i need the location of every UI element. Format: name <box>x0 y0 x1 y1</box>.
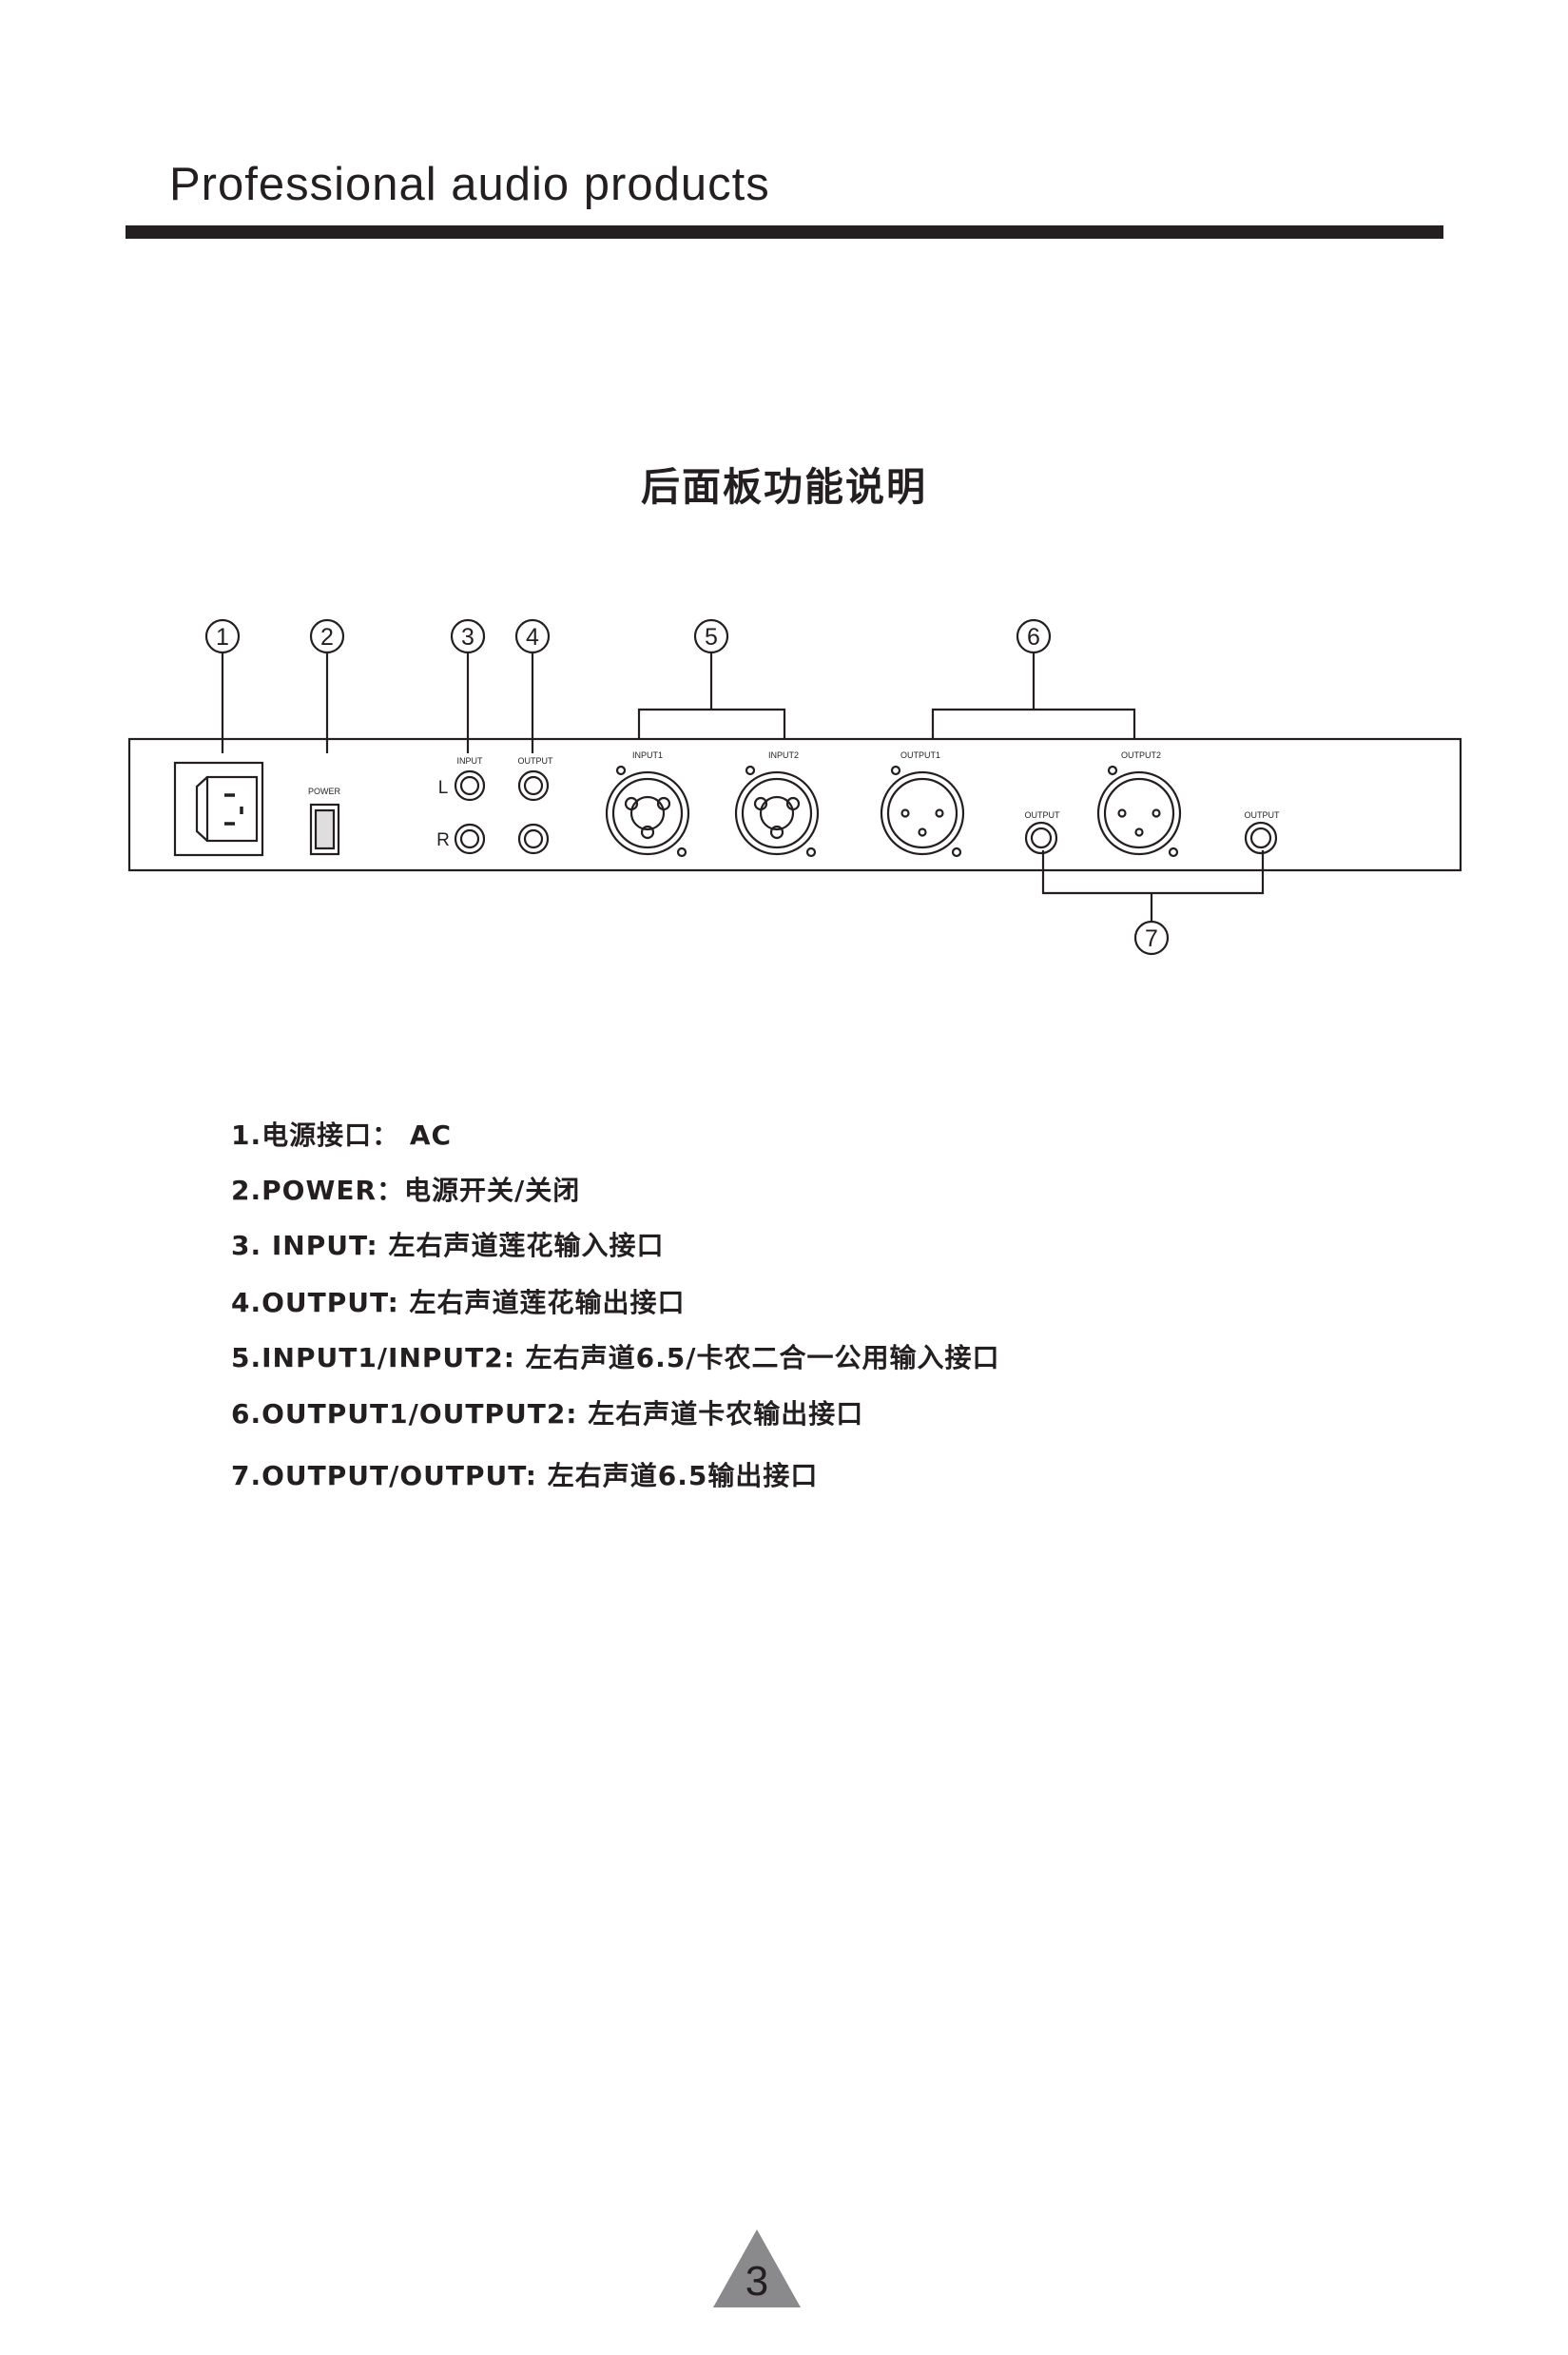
callout-4-label: 4 <box>526 624 539 651</box>
label-l: L <box>438 778 449 798</box>
rca-input-l-jack <box>454 769 486 802</box>
label-output1: OUTPUT1 <box>900 750 940 760</box>
ac-socket-icon <box>173 761 264 857</box>
header-rule <box>126 225 1443 239</box>
legend-item-4: 4.OUTPUT: 左右声道莲花输出接口 <box>231 1287 686 1318</box>
callout-1-label: 1 <box>216 624 229 651</box>
label-input2: INPUT2 <box>768 750 799 760</box>
leader-6 <box>931 708 1136 740</box>
panel-outline <box>127 737 1462 872</box>
label-input1: INPUT1 <box>632 750 663 760</box>
legend-item-2: 2.POWER：电源开关/关闭 <box>231 1175 581 1206</box>
legend-item-6: 6.OUTPUT1/OUTPUT2: 左右声道卡农输出接口 <box>231 1398 864 1430</box>
leader-5 <box>637 708 786 740</box>
rca-output-l-jack <box>517 769 550 802</box>
jack-output-left <box>1024 821 1058 855</box>
label-power: POWER <box>308 787 341 796</box>
page-number-badge: 3 <box>713 2229 801 2307</box>
leader-7 <box>1041 850 1265 895</box>
label-output: OUTPUT <box>518 756 554 766</box>
xlr-output1-jack <box>880 765 965 858</box>
legend-item-1: 1.电源接口： AC <box>231 1119 453 1151</box>
label-output-right: OUTPUT <box>1245 810 1281 820</box>
page-number: 3 <box>745 2258 769 2305</box>
section-title: 后面板功能说明 <box>641 464 927 510</box>
xlr-output2-jack <box>1096 765 1182 858</box>
label-output2: OUTPUT2 <box>1121 750 1161 760</box>
label-r: R <box>436 830 450 850</box>
jack-output-right <box>1244 821 1278 855</box>
triangle-icon <box>713 2229 801 2307</box>
combo-input2-jack <box>734 765 820 858</box>
rca-input-r-jack <box>454 823 486 855</box>
combo-input1-jack <box>605 765 690 858</box>
label-input: INPUT <box>457 756 484 766</box>
header-title: Professional audio products <box>169 159 770 210</box>
rca-output-r-jack <box>517 823 550 855</box>
rear-panel-diagram: 1 2 3 4 5 6 7 POWER INPUT OUTPUT INPUT1 … <box>127 618 1462 956</box>
power-switch-icon <box>309 803 340 856</box>
callout-7-label: 7 <box>1145 925 1158 952</box>
callout-5-label: 5 <box>705 624 718 651</box>
callout-6-label: 6 <box>1027 624 1040 651</box>
callout-3-label: 3 <box>461 624 474 651</box>
legend-item-7: 7.OUTPUT/OUTPUT: 左右声道6.5输出接口 <box>231 1460 819 1491</box>
label-output-left: OUTPUT <box>1025 810 1061 820</box>
callout-2-label: 2 <box>320 624 334 651</box>
legend-item-5: 5.INPUT1/INPUT2: 左右声道6.5/卡农二合一公用输入接口 <box>231 1342 1000 1373</box>
legend-item-3: 3. INPUT: 左右声道莲花输入接口 <box>231 1230 665 1261</box>
